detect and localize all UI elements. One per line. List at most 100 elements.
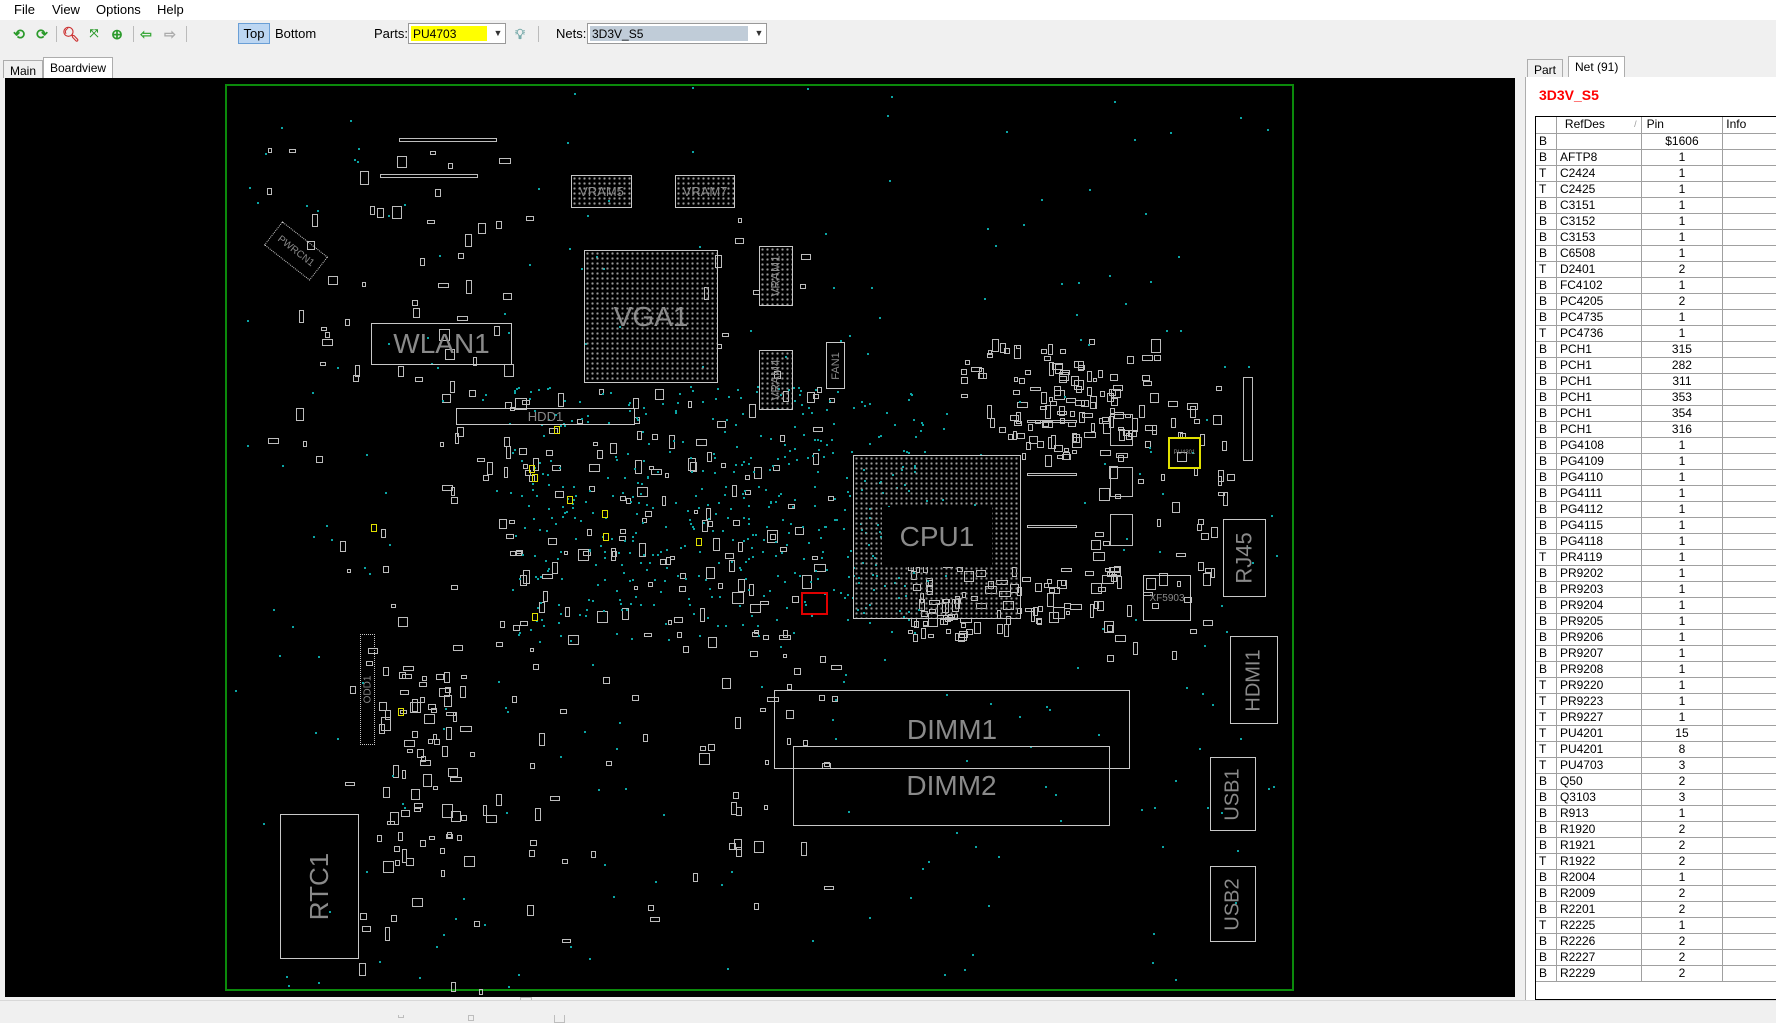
component-hdmi1[interactable]: HDMI1	[1230, 636, 1278, 724]
tab-part[interactable]: Part	[1527, 59, 1564, 77]
highlighted-pad[interactable]	[532, 474, 538, 482]
component-vram7[interactable]: VRAM7	[675, 175, 735, 208]
component-rj45[interactable]: RJ45	[1223, 519, 1266, 597]
component-dimm1[interactable]: DIMM1	[774, 690, 1130, 769]
component-vram1[interactable]: VRAM1	[759, 246, 793, 306]
back-arrow-icon[interactable]: ⇦	[140, 25, 152, 42]
nets-combo[interactable]: 3D3V_S5 ▼	[587, 23, 767, 44]
component-vga1[interactable]: VGA1	[584, 250, 718, 383]
highlighted-pad[interactable]	[602, 510, 608, 518]
menu-help[interactable]: Help	[157, 2, 184, 17]
component-rtc1[interactable]: RTC1	[280, 814, 359, 959]
menu-options[interactable]: Options	[96, 2, 141, 17]
fit-to-screen-icon[interactable]: ⤧	[89, 27, 99, 40]
component-dimm2[interactable]: DIMM2	[793, 746, 1110, 826]
component-pwrcn1[interactable]: PWRCN1	[263, 221, 329, 281]
tab-net[interactable]: Net (91)	[1568, 56, 1626, 77]
highlighted-pad[interactable]	[398, 708, 404, 716]
component-hdd1[interactable]: HDD1	[456, 408, 635, 425]
highlighted-pad[interactable]	[567, 496, 573, 504]
highlighted-pad[interactable]	[529, 465, 535, 473]
zoom-in-icon[interactable]: ⊕	[111, 25, 123, 42]
bottom-side-button[interactable]: Bottom	[275, 26, 317, 41]
component-odd1[interactable]: ODD1	[360, 634, 375, 745]
component-vram4[interactable]: VRAM4	[759, 350, 793, 410]
lightbulb-icon[interactable]: 💡︎	[515, 25, 525, 42]
chevron-down-icon[interactable]: ▼	[493, 28, 503, 38]
top-side-button[interactable]: Top	[238, 23, 270, 44]
refresh-icon[interactable]: ⟲	[13, 25, 25, 42]
highlighted-pad[interactable]	[532, 613, 538, 621]
highlighted-pad[interactable]	[371, 524, 377, 532]
menu-file[interactable]: File	[14, 2, 35, 17]
column-refdes[interactable]: RefDes/	[1557, 117, 1642, 133]
component-cpu1[interactable]: CPU1	[853, 455, 1021, 619]
tab-main[interactable]: Main	[3, 60, 44, 78]
forward-arrow-icon[interactable]: ⇨	[164, 25, 176, 42]
component-usb1[interactable]: USB1	[1210, 757, 1256, 831]
component-xf5903[interactable]: XF5903	[1143, 575, 1191, 621]
component-wlan1[interactable]: WLAN1	[371, 323, 512, 365]
component-fan1[interactable]: FAN1	[826, 342, 845, 389]
selected-part-marker[interactable]	[801, 592, 828, 615]
board-canvas[interactable]: VRAM5 VRAM7 VGA1 VRAM1 VRAM4 FAN1 WLAN1 …	[5, 78, 1515, 1023]
component-pu4301-highlighted[interactable]: PU4301	[1168, 437, 1201, 469]
menu-view[interactable]: View	[52, 2, 80, 17]
component-usb2[interactable]: USB2	[1210, 866, 1256, 942]
component-vram5[interactable]: VRAM5	[571, 175, 632, 208]
highlighted-pad[interactable]	[603, 533, 609, 541]
reload-icon[interactable]: ⟳	[36, 25, 48, 42]
table-row[interactable]: B$1606	[1536, 134, 1776, 150]
chevron-down-icon[interactable]: ▼	[754, 28, 764, 38]
parts-combo[interactable]: PU4703 ▼	[408, 23, 506, 44]
column-pin[interactable]: Pin	[1642, 117, 1724, 133]
tab-boardview[interactable]: Boardview	[43, 57, 114, 78]
